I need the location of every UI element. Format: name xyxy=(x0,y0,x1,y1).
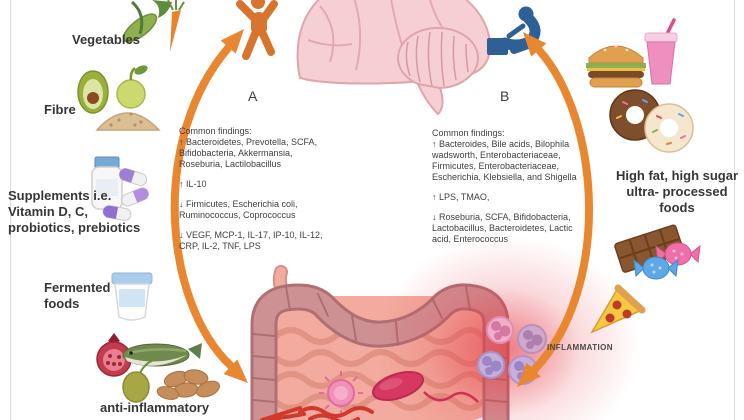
pizza-icon xyxy=(590,284,646,334)
fish-icon xyxy=(122,343,202,367)
cycle-arrow-right xyxy=(517,32,593,387)
burger-icon xyxy=(586,44,646,88)
page-border-left xyxy=(10,0,11,420)
donuts-icon xyxy=(609,89,694,153)
brain-illustration xyxy=(296,0,492,116)
page-border-right xyxy=(734,0,735,420)
vegetables-icon xyxy=(122,0,185,52)
anti-inflammatory-foods-icon xyxy=(96,333,220,403)
depressed-person-icon xyxy=(487,6,541,55)
blue-candy xyxy=(633,256,679,280)
virus-microbe-icon xyxy=(319,371,363,415)
milkshake-icon xyxy=(644,18,678,85)
candy-icon xyxy=(633,242,701,280)
almonds-icon xyxy=(156,369,220,400)
supplements-icon xyxy=(91,156,149,221)
worm-microbes-icon xyxy=(260,406,374,420)
cycle-arrow-left xyxy=(170,29,248,383)
fibre-icon xyxy=(77,65,161,131)
pink-candy xyxy=(655,242,701,266)
fermented-foods-icon xyxy=(111,272,153,321)
healthy-person-icon xyxy=(236,0,278,60)
